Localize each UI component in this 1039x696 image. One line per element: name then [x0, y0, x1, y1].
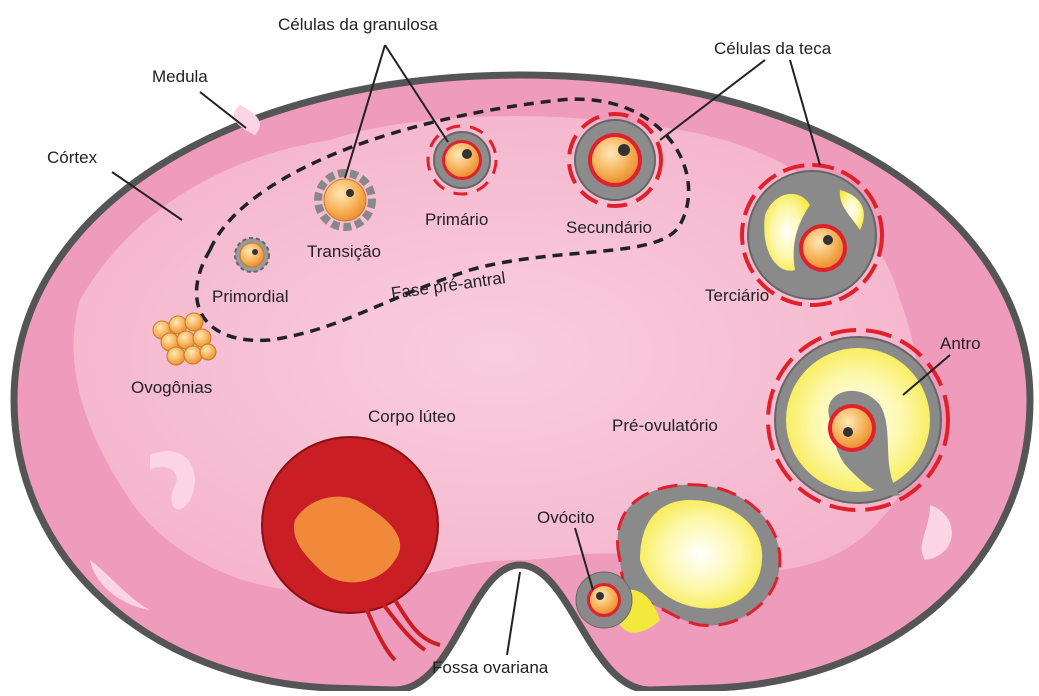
label-secundario: Secundário — [566, 218, 652, 237]
label-primordial: Primordial — [212, 287, 289, 306]
label-medula: Medula — [152, 67, 208, 86]
label-primario: Primário — [425, 210, 488, 229]
label-transicao: Transição — [307, 242, 381, 261]
label-antro: Antro — [940, 334, 981, 353]
label-ovocito: Ovócito — [537, 508, 595, 527]
label-pre-ovulatorio: Pré-ovulatório — [612, 416, 718, 435]
label-corpo-luteo: Corpo lúteo — [368, 407, 456, 426]
label-celulas-granulosa: Células da granulosa — [278, 15, 438, 34]
label-fossa-ovariana: Fossa ovariana — [432, 658, 549, 677]
primordial-follicle — [235, 238, 269, 272]
secondary-follicle — [569, 114, 661, 206]
label-terciario: Terciário — [705, 286, 769, 305]
label-cortex: Córtex — [47, 148, 98, 167]
label-celulas-teca: Células da teca — [714, 39, 832, 58]
label-ovogonias: Ovogônias — [131, 378, 212, 397]
